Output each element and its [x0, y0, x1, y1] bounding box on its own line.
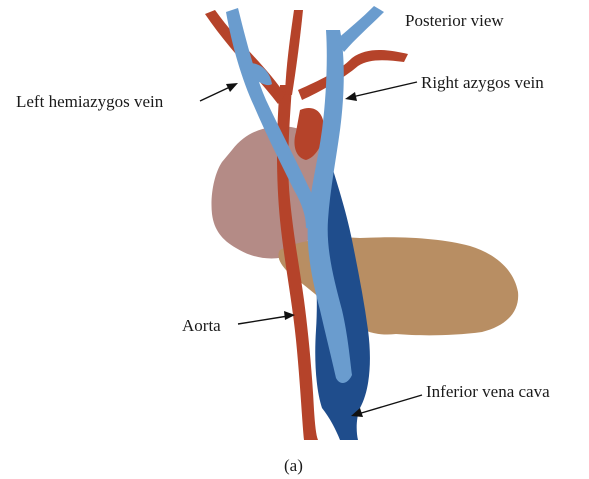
arrow-ivc [358, 395, 422, 414]
label-ivc: Inferior vena cava [426, 382, 550, 401]
arrow-right-azygos [352, 82, 417, 97]
label-aorta: Aorta [182, 316, 221, 335]
label-left-hemiazygos: Left hemiazygos vein [16, 92, 164, 111]
azygos-top-right [336, 6, 384, 52]
aorta-branch-mid [285, 10, 303, 95]
arrowhead-right-azygos [345, 92, 357, 101]
view-title: Posterior view [405, 11, 504, 30]
arrow-left-hemiazygos [200, 86, 232, 101]
panel-label: (a) [284, 456, 303, 475]
label-right-azygos: Right azygos vein [421, 73, 544, 92]
aorta-branch-right [298, 50, 408, 100]
arrow-aorta [238, 316, 288, 324]
arrowhead-left-hemiazygos [226, 83, 238, 92]
